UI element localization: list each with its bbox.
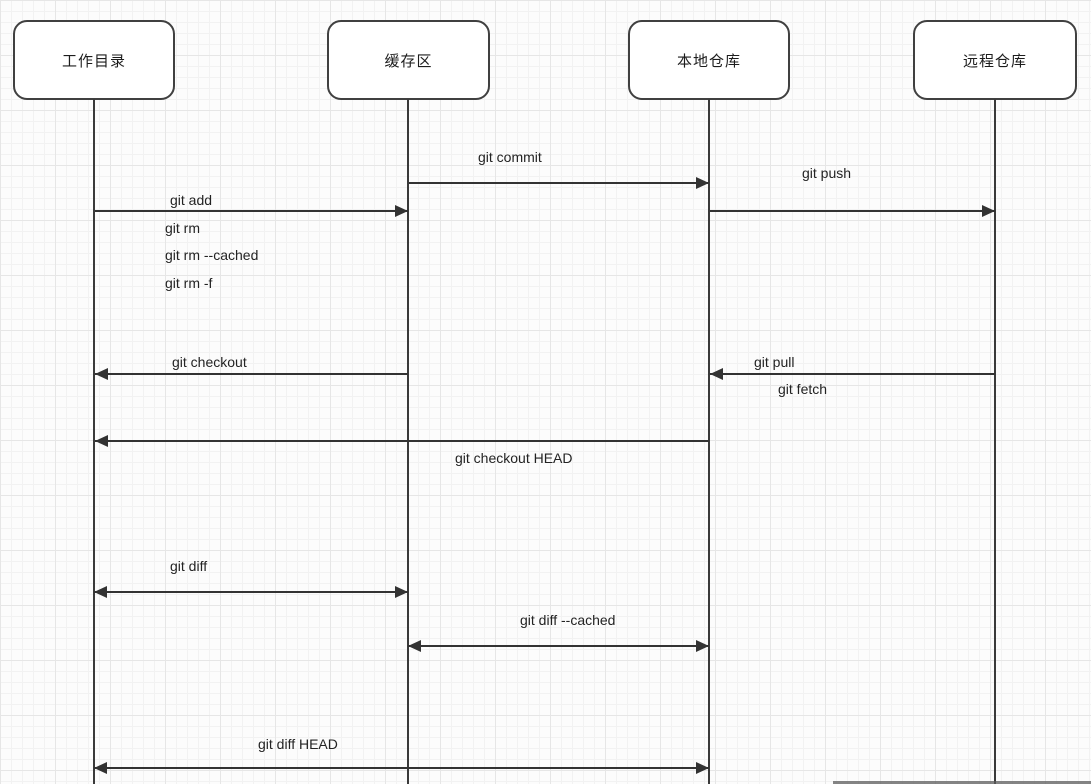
message-label-git-diff-head: git diff HEAD [258, 736, 338, 752]
actor-working-directory-label: 工作目录 [61, 52, 126, 70]
arrow-git-add [95, 205, 408, 217]
message-label-git-diff-cached: git diff --cached [520, 612, 616, 628]
message-label-git-commit: git commit [478, 149, 542, 165]
arrow-git-pull [710, 368, 995, 380]
message-label-git-diff: git diff [170, 558, 208, 574]
bottom-cutoff-line [833, 781, 1091, 784]
actor-remote-repo: 远程仓库 [913, 20, 1077, 100]
message-label-git-add: git add [170, 192, 213, 208]
message-label-git-checkout-head: git checkout HEAD [455, 450, 573, 466]
arrow-git-diff-cached [408, 640, 709, 652]
actor-working-directory: 工作目录 [13, 20, 175, 100]
lifeline-local-repo [708, 99, 710, 784]
actor-staging-area-label: 缓存区 [384, 52, 433, 70]
message-label-git-rm-f: git rm -f [165, 275, 213, 291]
arrow-git-checkout [95, 368, 408, 380]
message-label-git-fetch: git fetch [778, 381, 828, 397]
arrow-git-diff [94, 586, 408, 598]
lifeline-remote-repo [994, 99, 996, 784]
message-label-git-checkout: git checkout [172, 354, 247, 370]
message-label-git-pull: git pull [754, 354, 795, 370]
actor-local-repo: 本地仓库 [628, 20, 790, 100]
message-label-git-push: git push [802, 165, 852, 181]
arrow-git-checkout-head [95, 435, 709, 447]
arrow-git-push [710, 205, 995, 217]
lifeline-working-directory [93, 99, 95, 784]
actor-staging-area: 缓存区 [327, 20, 490, 100]
message-label-git-rm-cached: git rm --cached [165, 247, 259, 263]
arrow-git-commit [409, 177, 709, 189]
arrow-git-diff-head [94, 762, 709, 774]
message-label-git-rm: git rm [165, 220, 200, 236]
actor-remote-repo-label: 远程仓库 [962, 52, 1027, 70]
actor-local-repo-label: 本地仓库 [676, 52, 741, 70]
